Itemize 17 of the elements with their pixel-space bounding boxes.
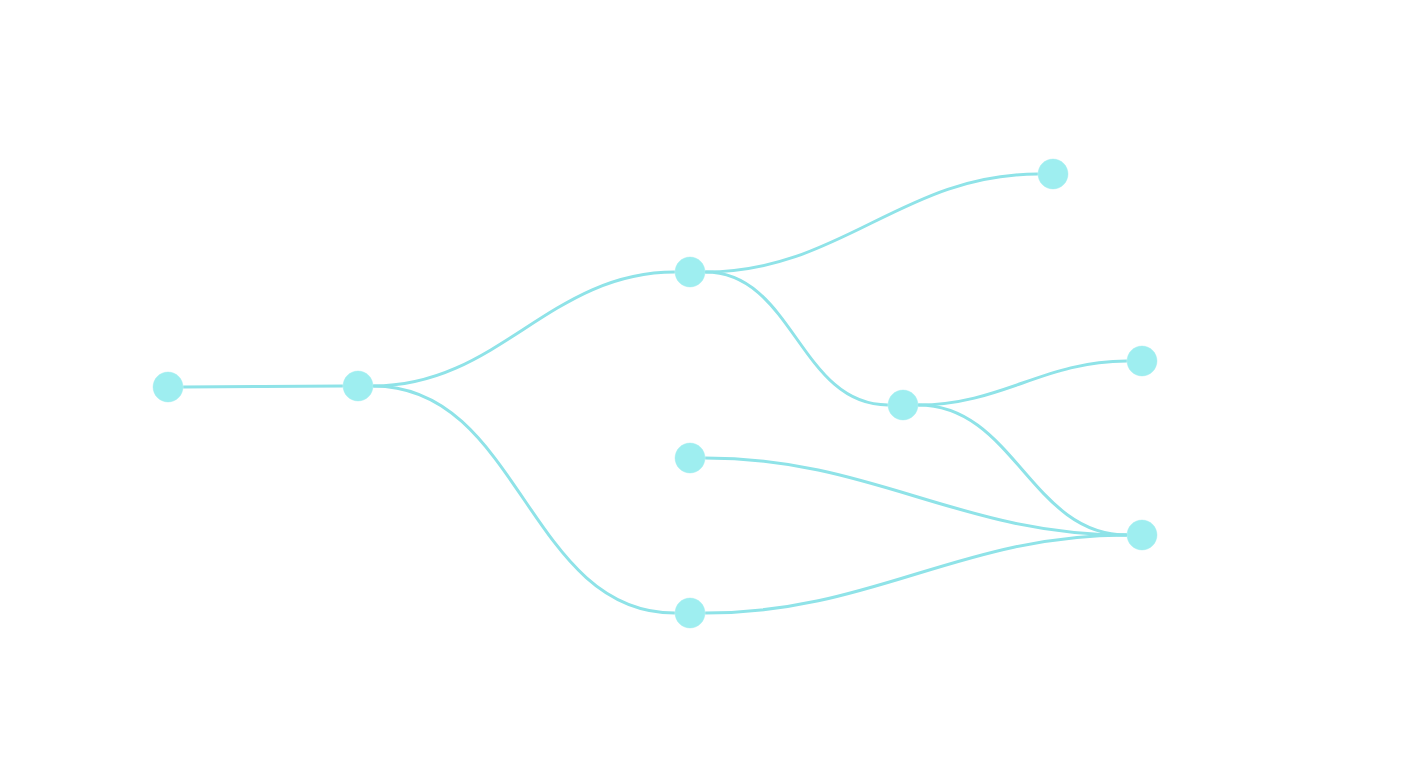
circle-node [674, 597, 706, 629]
connector-line [705, 172, 1038, 274]
connector-line [705, 533, 1127, 615]
connector-line [373, 270, 675, 388]
circle-node [674, 442, 706, 474]
connector-line [373, 384, 675, 615]
connector-line [918, 359, 1127, 407]
circle-node [152, 371, 184, 403]
circle-node [887, 389, 919, 421]
circle-node [1126, 519, 1158, 551]
circle-node [674, 256, 706, 288]
circle-node [1126, 345, 1158, 377]
connector-line [705, 456, 1127, 537]
circle-node [1037, 158, 1069, 190]
connector-line [705, 270, 888, 407]
connector-line [183, 384, 343, 389]
circle-node [342, 370, 374, 402]
